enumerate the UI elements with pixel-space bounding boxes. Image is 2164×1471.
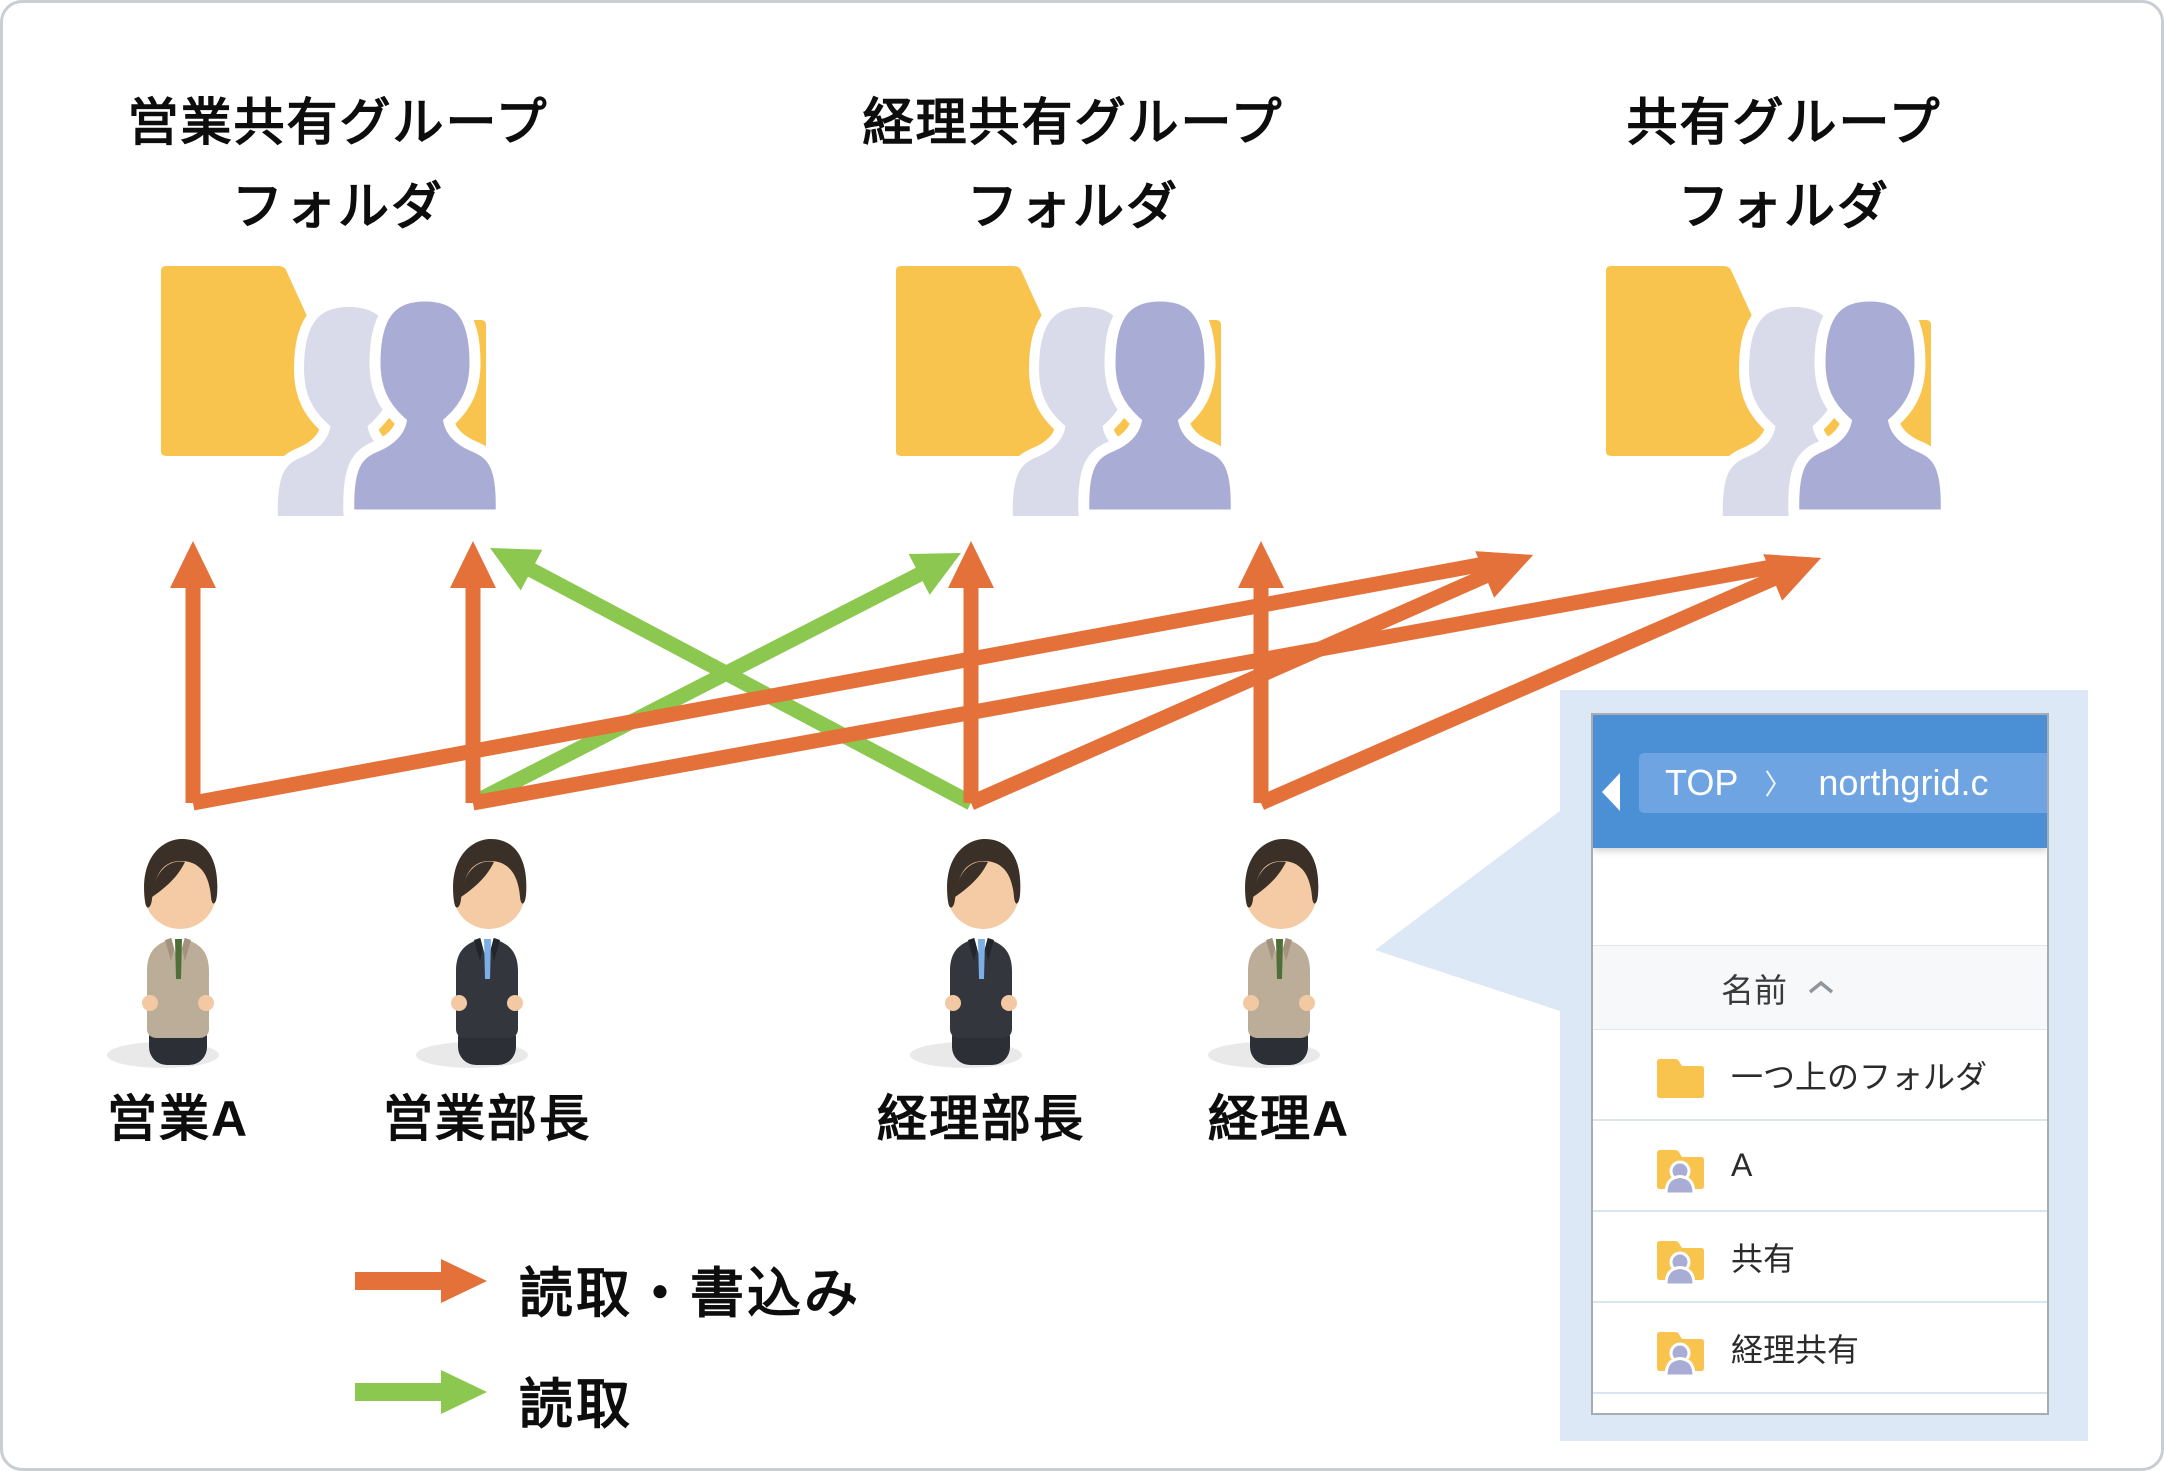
- folder-list-item[interactable]: 共有: [1593, 1212, 2047, 1303]
- arrowhead-rw: [450, 541, 496, 588]
- folder-label-line: 共有グループ: [1626, 94, 1942, 151]
- arrow-read: [520, 559, 975, 810]
- user-figure-accounting-a-icon: [1208, 831, 1332, 1069]
- folder-label-line: 経理共有グループ: [862, 94, 1284, 151]
- user-figure-accounting-manager-icon: [910, 831, 1034, 1069]
- arrow-rw: [471, 558, 1780, 811]
- folder-list-item-label: 一つ上のフォルダ: [1731, 1058, 1988, 1095]
- arrowhead-rw: [1238, 541, 1284, 588]
- legend-label-read-write: 読取・書込み: [519, 1264, 861, 1324]
- shared-folder-icon: [896, 266, 1251, 526]
- arrowhead-rw: [441, 1259, 487, 1303]
- shared-folder-icon: [161, 266, 516, 526]
- folder-list-item[interactable]: A: [1593, 1121, 2047, 1212]
- user-label-sales-a: 営業A: [106, 1091, 250, 1147]
- group-person-icon: [1788, 290, 1952, 521]
- column-header-name[interactable]: 名前: [1593, 945, 2047, 1030]
- arrowhead-rw: [1475, 551, 1533, 598]
- shared-folder-icon: [1606, 266, 1961, 526]
- user-label-sales-manager: 営業部長: [383, 1091, 591, 1147]
- folder-user-icon: [1657, 1149, 1704, 1195]
- arrowhead-read: [490, 548, 543, 591]
- arrowhead-rw: [1763, 554, 1821, 601]
- folder-list-item[interactable]: 一つ上のフォルダ: [1593, 1030, 2047, 1121]
- group-person-icon: [343, 290, 507, 521]
- folder-label-sales-shared: 営業共有グループ フォルダ: [18, 81, 658, 249]
- group-person-icon: [1078, 290, 1242, 521]
- folder-label-accounting-shared: 経理共有グループ フォルダ: [753, 81, 1393, 249]
- arrow-read: [469, 564, 930, 810]
- user-figure-sales-a-icon: [107, 831, 231, 1069]
- folder-icon: [1657, 1058, 1704, 1098]
- folder-list-item[interactable]: 経理共有: [1593, 1303, 2047, 1394]
- folder-list: 一つ上のフォルダ A 共有 経理共有: [1593, 1030, 2047, 1394]
- column-header-label: 名前: [1721, 971, 1787, 1009]
- breadcrumb-item-top[interactable]: TOP: [1665, 762, 1739, 803]
- folder-list-item-label: 共有: [1731, 1240, 1796, 1277]
- legend-label-read: 読取: [519, 1375, 633, 1435]
- folder-user-icon: [1657, 1331, 1704, 1377]
- folder-list-item-label: 経理共有: [1731, 1331, 1860, 1368]
- arrow-rw: [967, 565, 1496, 810]
- sort-ascending-icon: [1808, 980, 1834, 994]
- arrowhead-read: [908, 553, 961, 595]
- breadcrumb-separator-icon: 〉: [1764, 769, 1793, 800]
- arrow-rw: [191, 555, 1492, 811]
- folder-label-line: 営業共有グループ: [127, 94, 549, 151]
- user-label-accounting-manager: 経理部長: [877, 1091, 1085, 1147]
- back-icon[interactable]: [1601, 772, 1621, 812]
- folder-label-line: フォルダ: [966, 178, 1179, 235]
- user-figure-sales-manager-icon: [416, 831, 540, 1069]
- folder-label-shared: 共有グループ フォルダ: [1464, 81, 2104, 249]
- breadcrumb-item-domain[interactable]: northgrid.c: [1818, 762, 1989, 803]
- arrowhead-rw: [170, 541, 216, 588]
- breadcrumb-bar: TOP 〉 northgrid.c: [1593, 715, 2047, 848]
- arrowhead-rw: [1475, 551, 1533, 598]
- file-browser-inset: TOP 〉 northgrid.c 名前 一つ上のフォルダ A 共有 経理共有: [1591, 713, 2049, 1415]
- arrowhead-rw: [948, 541, 994, 588]
- arrowhead-read: [441, 1370, 487, 1414]
- folder-label-line: フォルダ: [231, 178, 444, 235]
- arrowhead-rw: [1763, 554, 1821, 601]
- user-label-accounting-a: 経理A: [1207, 1091, 1351, 1147]
- breadcrumb[interactable]: TOP 〉 northgrid.c: [1639, 753, 2047, 813]
- folder-list-item-label: A: [1731, 1147, 1753, 1183]
- folder-label-line: フォルダ: [1677, 178, 1890, 235]
- folder-user-icon: [1657, 1240, 1704, 1286]
